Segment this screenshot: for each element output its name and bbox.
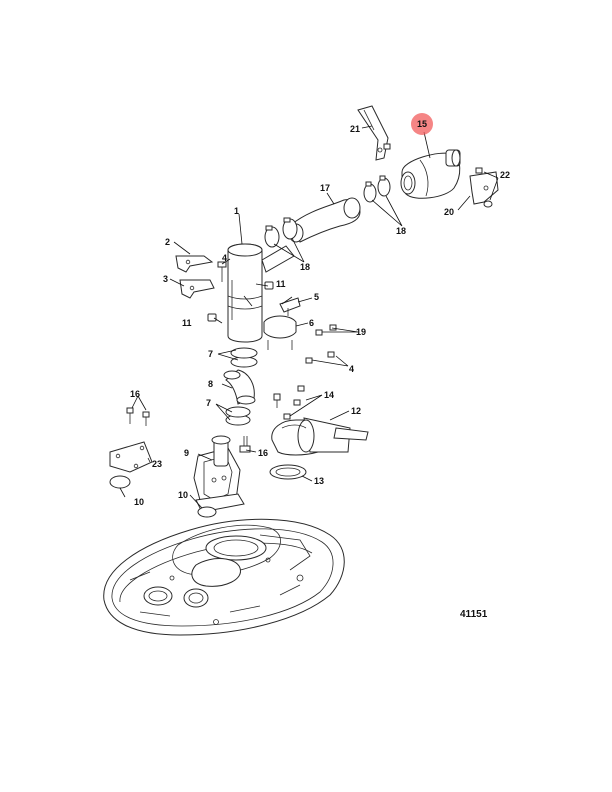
callout-18-right: 18 xyxy=(396,226,406,236)
bracket-3 xyxy=(179,279,215,299)
nut-11-left xyxy=(207,313,217,322)
figure-number: 41151 xyxy=(460,609,488,620)
callout-17: 17 xyxy=(320,183,330,193)
callout-21: 21 xyxy=(350,124,360,134)
callout-16-right: 16 xyxy=(258,448,268,458)
leader-lines xyxy=(119,125,499,509)
callout-7-upper: 7 xyxy=(208,349,213,359)
callout-12: 12 xyxy=(351,406,361,416)
gasket-10-lower xyxy=(197,506,217,518)
clamps-18-left xyxy=(264,217,298,248)
bolt-upper-small xyxy=(273,393,281,408)
callout-11-right: 11 xyxy=(276,279,286,289)
muffler-1 xyxy=(227,243,295,343)
callout-19: 19 xyxy=(356,327,366,337)
exhaust-outlet-12 xyxy=(271,417,369,456)
callout-15: 15 xyxy=(417,119,427,129)
callout-10-left: 10 xyxy=(134,497,144,507)
fasteners-16-right xyxy=(239,436,251,453)
callout-4-right: 4 xyxy=(349,364,354,374)
plate-23 xyxy=(109,441,153,473)
clamps-18-right xyxy=(363,175,391,203)
highlight-circle-15 xyxy=(411,113,433,135)
callout-13: 13 xyxy=(314,476,324,486)
callout-14: 14 xyxy=(324,390,334,400)
bracket-2 xyxy=(175,255,214,273)
engine-housing-base xyxy=(103,518,345,636)
callout-1: 1 xyxy=(234,206,239,216)
bolts-4-right xyxy=(305,351,335,364)
callout-23: 23 xyxy=(152,459,162,469)
callout-11-left: 11 xyxy=(182,318,192,328)
callout-4-upper: 4 xyxy=(222,253,227,263)
callout-3: 3 xyxy=(163,274,168,284)
bolts-19 xyxy=(315,324,337,336)
bracket-20 xyxy=(469,171,499,205)
callout-18-left: 18 xyxy=(300,262,310,272)
gasket-13 xyxy=(269,464,307,480)
bolt-4-upper xyxy=(217,261,227,282)
callout-2: 2 xyxy=(165,237,170,247)
callout-7-lower: 7 xyxy=(206,398,211,408)
bracket-21 xyxy=(357,105,391,161)
silencer-15 xyxy=(400,149,461,199)
hose-8 xyxy=(223,369,256,405)
callout-22: 22 xyxy=(500,170,510,180)
callout-6: 6 xyxy=(309,318,314,328)
bracket-5 xyxy=(279,297,301,316)
callout-labels: 1 2 3 4 4 5 6 7 7 8 9 10 10 11 11 12 13 … xyxy=(130,119,510,507)
hardware-22 xyxy=(475,167,493,208)
callout-10-lower: 10 xyxy=(178,490,188,500)
clamp-7-upper xyxy=(230,347,258,368)
callout-5: 5 xyxy=(314,292,319,302)
gasket-10-left xyxy=(109,475,131,489)
callout-16-left: 16 xyxy=(130,389,140,399)
callout-20: 20 xyxy=(444,207,454,217)
hose-17 xyxy=(288,197,361,243)
callout-9: 9 xyxy=(184,448,189,458)
callout-8: 8 xyxy=(208,379,213,389)
bolts-14 xyxy=(283,385,305,420)
bolts-16-left xyxy=(126,407,150,426)
bracket-6 xyxy=(263,315,297,350)
clamp-7-lower xyxy=(225,406,251,426)
exhaust-elbow-9 xyxy=(193,435,245,513)
